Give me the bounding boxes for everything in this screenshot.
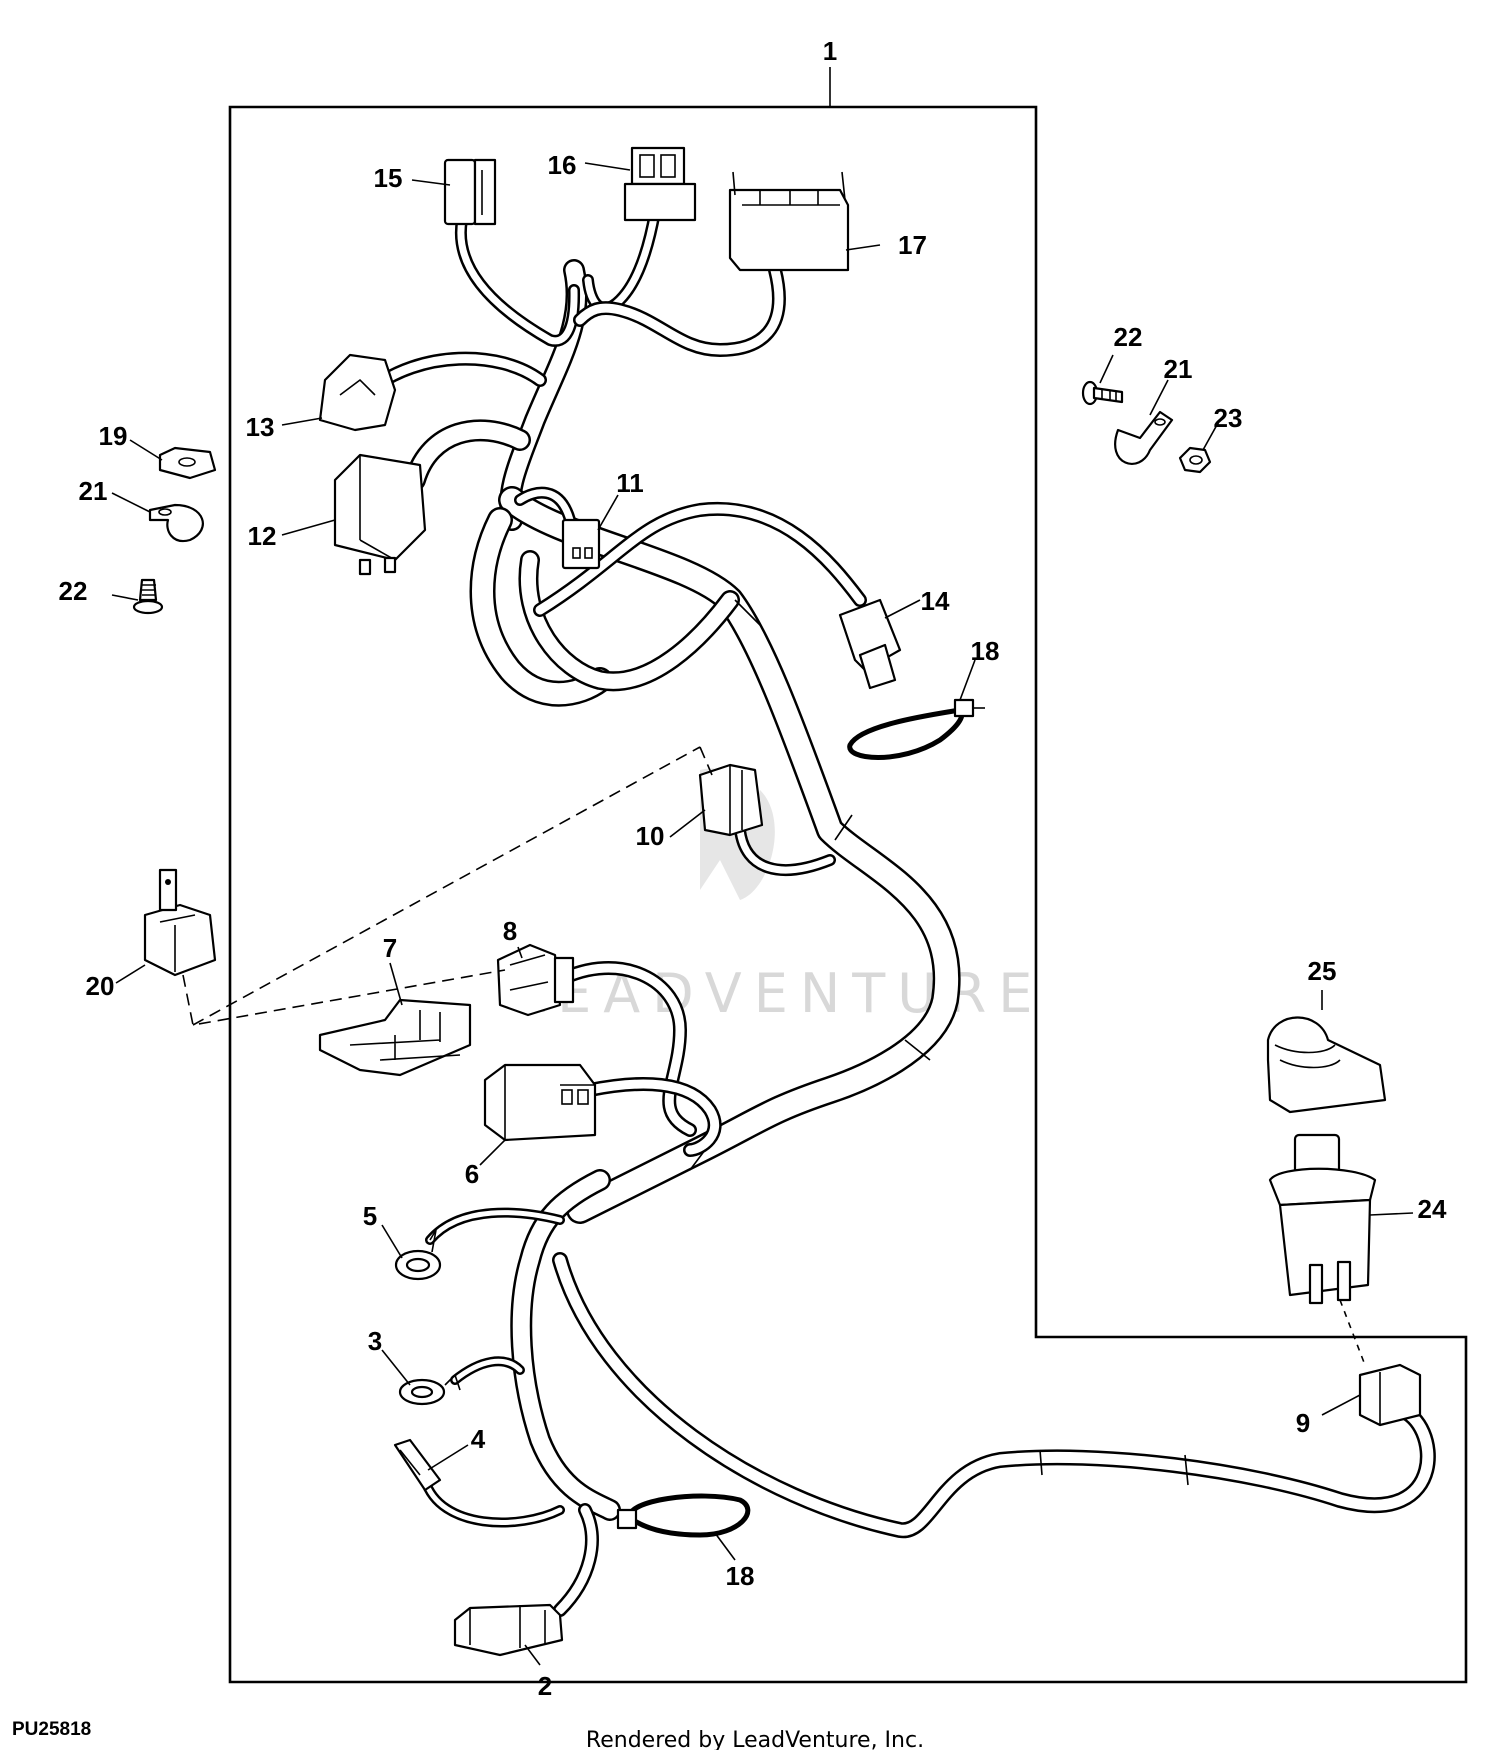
cable-tie-18-lower: [616, 1493, 751, 1538]
figure-code: PU25818: [12, 1719, 91, 1740]
connector-17: [728, 171, 850, 272]
callout-10: 10: [636, 821, 665, 851]
connector-13: [318, 353, 397, 432]
dashed-association-line: [182, 746, 713, 1026]
leader-lines: [111, 67, 1414, 1666]
callout-4: 4: [471, 1424, 486, 1454]
connector-14: [838, 598, 902, 690]
callout-18-lower: 18: [726, 1561, 755, 1591]
connector-16: [623, 146, 697, 222]
callout-13: 13: [246, 412, 275, 442]
callout-19: 19: [99, 421, 128, 451]
callout-25: 25: [1308, 956, 1337, 986]
callout-6: 6: [465, 1159, 479, 1189]
relay-20: [143, 868, 217, 977]
connector-15: [443, 158, 497, 226]
callout-21-right: 21: [1164, 354, 1193, 384]
callout-16: 16: [548, 150, 577, 180]
clamp-21-right: [1114, 410, 1174, 465]
clamp-21-left: [148, 503, 204, 543]
callout-12: 12: [248, 521, 277, 551]
callout-3: 3: [368, 1326, 382, 1356]
connector-7: [318, 998, 472, 1077]
callout-21-left: 21: [79, 476, 108, 506]
boot-25: [1266, 1016, 1387, 1114]
screw-22-left: [132, 578, 164, 615]
ring-terminal-3: [398, 1373, 461, 1406]
callout-24: 24: [1418, 1194, 1447, 1224]
callout-17: 17: [898, 230, 927, 260]
callout-20: 20: [86, 971, 115, 1001]
callout-5: 5: [363, 1201, 377, 1231]
callout-9: 9: [1296, 1408, 1310, 1438]
cable-tie-18-upper: [847, 698, 985, 760]
callout-11: 11: [616, 468, 644, 498]
clip-nut-19: [158, 446, 217, 480]
callout-2: 2: [538, 1671, 552, 1701]
connector-11: [561, 518, 601, 570]
switch-24: [1268, 1133, 1377, 1305]
callout-15: 15: [374, 163, 403, 193]
connector-4: [393, 1438, 442, 1492]
callout-22-left: 22: [59, 576, 88, 606]
callout-22-right: 22: [1114, 322, 1143, 352]
footer-credit: Rendered by LeadVenture, Inc.: [586, 1728, 924, 1750]
dashed-association-line-switch: [1339, 1299, 1366, 1366]
connector-2: [453, 1603, 564, 1657]
relay-12: [333, 453, 427, 576]
connector-10: [698, 763, 764, 837]
callout-labels: 1 15 16 17 13 12 11 14 18 10 8 7 6 5 3 4…: [59, 36, 1447, 1701]
connector-9: [1358, 1363, 1422, 1427]
connector-6: [483, 1063, 597, 1142]
callout-8: 8: [503, 916, 517, 946]
callout-14: 14: [921, 586, 950, 616]
assembly-outline: [228, 105, 1468, 1684]
callout-18-upper: 18: [971, 636, 1000, 666]
harness-wires: [363, 206, 1436, 1617]
watermark: LEADVENTURE: [515, 768, 1032, 1025]
screw-22-right: [1081, 380, 1124, 406]
callout-7: 7: [383, 933, 397, 963]
connector-8: [496, 943, 575, 1017]
callout-23: 23: [1214, 403, 1243, 433]
ring-terminal-5: [394, 1229, 442, 1281]
callout-1: 1: [823, 36, 837, 66]
nut-23: [1178, 446, 1212, 474]
